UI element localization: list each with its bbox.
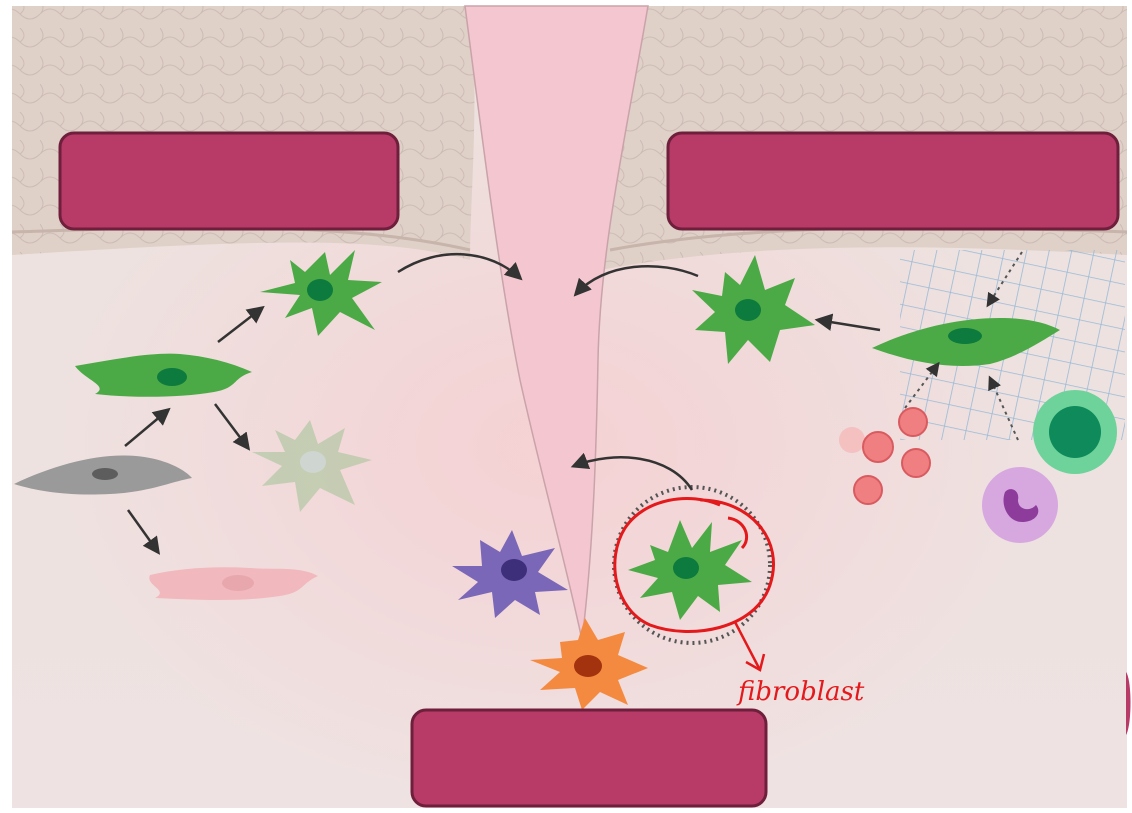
macrophage-cell (1033, 390, 1117, 474)
neutrophil-cell (982, 467, 1058, 543)
right-edge-label-tab (1126, 672, 1131, 735)
label-box-top-right[interactable] (668, 133, 1118, 229)
label-box-top-left[interactable] (60, 133, 398, 229)
label-box-bottom-center[interactable] (412, 710, 766, 806)
fibroblast-annotation-label: fibroblast (736, 677, 865, 707)
